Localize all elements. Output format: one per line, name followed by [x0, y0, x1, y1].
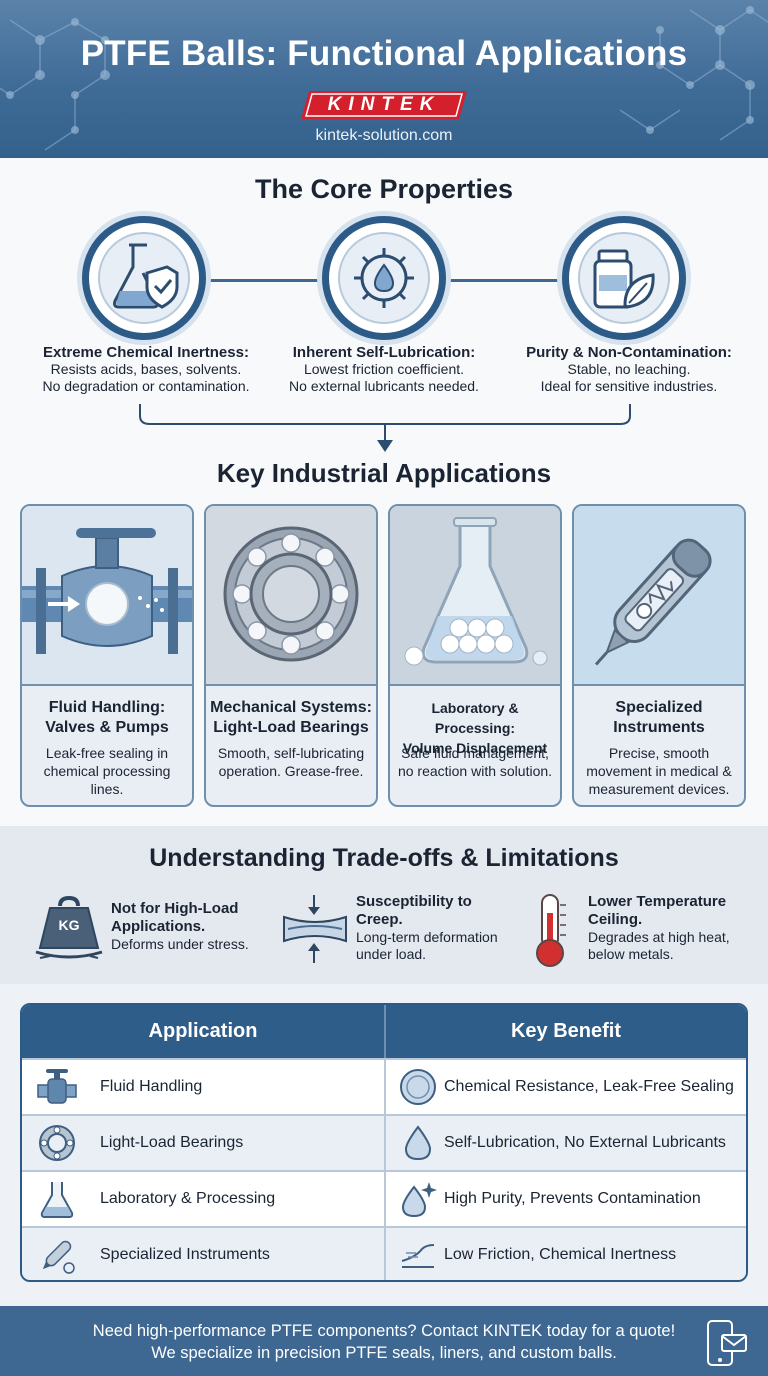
tradeoffs-section: [0, 826, 768, 984]
card-title: Mechanical Systems: Light-Load Bearings: [210, 699, 372, 736]
self-lubrication-badge: [322, 216, 446, 340]
thermometer-icon: [536, 894, 566, 967]
app-card-fluid-handling: Fluid Handling: Valves & Pumps Leak-free…: [20, 504, 194, 807]
kg-weight-icon: [35, 896, 103, 959]
cell-benefit: Chemical Resistance, Leak-Free Sealing: [444, 1078, 734, 1095]
ball-icon: [400, 1069, 436, 1105]
applications-title: Key Industrial Applications: [216, 458, 552, 488]
app-card-mechanical-systems: Mechanical Systems: Light-Load Bearings …: [204, 504, 378, 807]
card-title: Laboratory & Processing: Volume Displace…: [402, 700, 548, 756]
card-description: Leak-free sealing in chemical processing…: [43, 745, 171, 797]
core-properties-title: The Core Properties: [254, 174, 514, 204]
card-title: Fluid Handling: Valves & Pumps: [45, 699, 169, 736]
card-description: Smooth, self-lubricating operation. Grea…: [217, 745, 365, 779]
footer-banner: Need high-performance PTFE components? C…: [0, 1306, 768, 1376]
ball-valve-icon: [22, 506, 192, 684]
card-description: Precise, smooth movement in medical & me…: [586, 745, 732, 797]
tradeoff-high-load: Not for High-Load Applications. Deforms …: [111, 900, 249, 952]
cell-benefit: High Purity, Prevents Contamination: [444, 1190, 701, 1207]
applications-benefits-table: Application Key Benefit Fluid Handling C…: [20, 1003, 748, 1282]
connector-line: [170, 279, 340, 282]
table-row: Fluid Handling Chemical Resistance, Leak…: [22, 1058, 746, 1114]
header-divider: [384, 1005, 386, 1058]
footer-text: Need high-performance PTFE components? C…: [92, 1322, 676, 1362]
weight-label: KG: [58, 917, 80, 933]
tradeoff-temperature: Lower Temperature Ceiling. Degrades at h…: [588, 893, 730, 962]
jar-leaf-icon: [593, 249, 655, 309]
column-header-benefit: Key Benefit: [510, 1020, 622, 1042]
sparkle-drop-icon: [401, 1182, 437, 1218]
friction-curve-icon: [401, 1244, 435, 1268]
bracket-arrow-icon: [139, 404, 631, 452]
pen-icon: [42, 1240, 75, 1274]
phone-mail-icon[interactable]: [704, 1319, 748, 1367]
connector-line: [430, 279, 600, 282]
cell-application: Laboratory & Processing: [100, 1190, 276, 1207]
logo-text: KINTEK: [327, 94, 441, 115]
flask-balls-icon: [390, 506, 560, 684]
flask-shield-icon: [113, 243, 179, 309]
flask-icon: [40, 1182, 74, 1218]
cell-benefit: Self-Lubrication, No External Lubricants: [444, 1134, 726, 1151]
drop-icon: [404, 1125, 432, 1161]
cell-application: Specialized Instruments: [100, 1246, 270, 1263]
creep-arrows-icon: [283, 895, 347, 963]
website-link[interactable]: kintek-solution.com: [315, 127, 453, 144]
card-description: Safe fluid management, no reaction with …: [397, 745, 553, 779]
tradeoffs-title: Understanding Trade-offs & Limitations: [149, 844, 619, 872]
column-header-application: Application: [148, 1020, 258, 1042]
cell-benefit: Low Friction, Chemical Inertness: [444, 1246, 677, 1263]
app-card-laboratory: Laboratory & Processing: Volume Displace…: [388, 504, 562, 807]
valve-icon: [37, 1069, 77, 1104]
cell-application: Fluid Handling: [100, 1078, 203, 1095]
ball-bearing-icon: [206, 506, 376, 684]
chemical-inertness-badge: [82, 216, 206, 340]
column-divider: [384, 1058, 386, 1280]
card-title: Specialized Instruments: [613, 699, 705, 736]
core-property-lubrication: Inherent Self-Lubrication: Lowest fricti…: [289, 344, 479, 394]
gear-drop-icon: [354, 248, 414, 308]
core-property-purity: Purity & Non-Contamination: Stable, no l…: [526, 344, 732, 394]
tradeoff-creep: Susceptibility to Creep. Long-term defor…: [356, 893, 498, 962]
page-title: PTFE Balls: Functional Applications: [80, 34, 688, 73]
kintek-logo-icon: [301, 91, 467, 119]
core-property-inertness: Extreme Chemical Inertness: Resists acid…: [42, 344, 250, 394]
molecule-pattern-icon: [0, 6, 768, 151]
cell-application: Light-Load Bearings: [100, 1134, 244, 1151]
bearing-icon: [39, 1125, 75, 1161]
header-banner: PTFE Balls: Functional Applications KINT…: [0, 0, 768, 158]
instrument-pen-icon: [574, 506, 744, 684]
purity-badge: [562, 216, 686, 340]
app-card-instruments: Specialized Instruments Precise, smooth …: [572, 504, 746, 807]
